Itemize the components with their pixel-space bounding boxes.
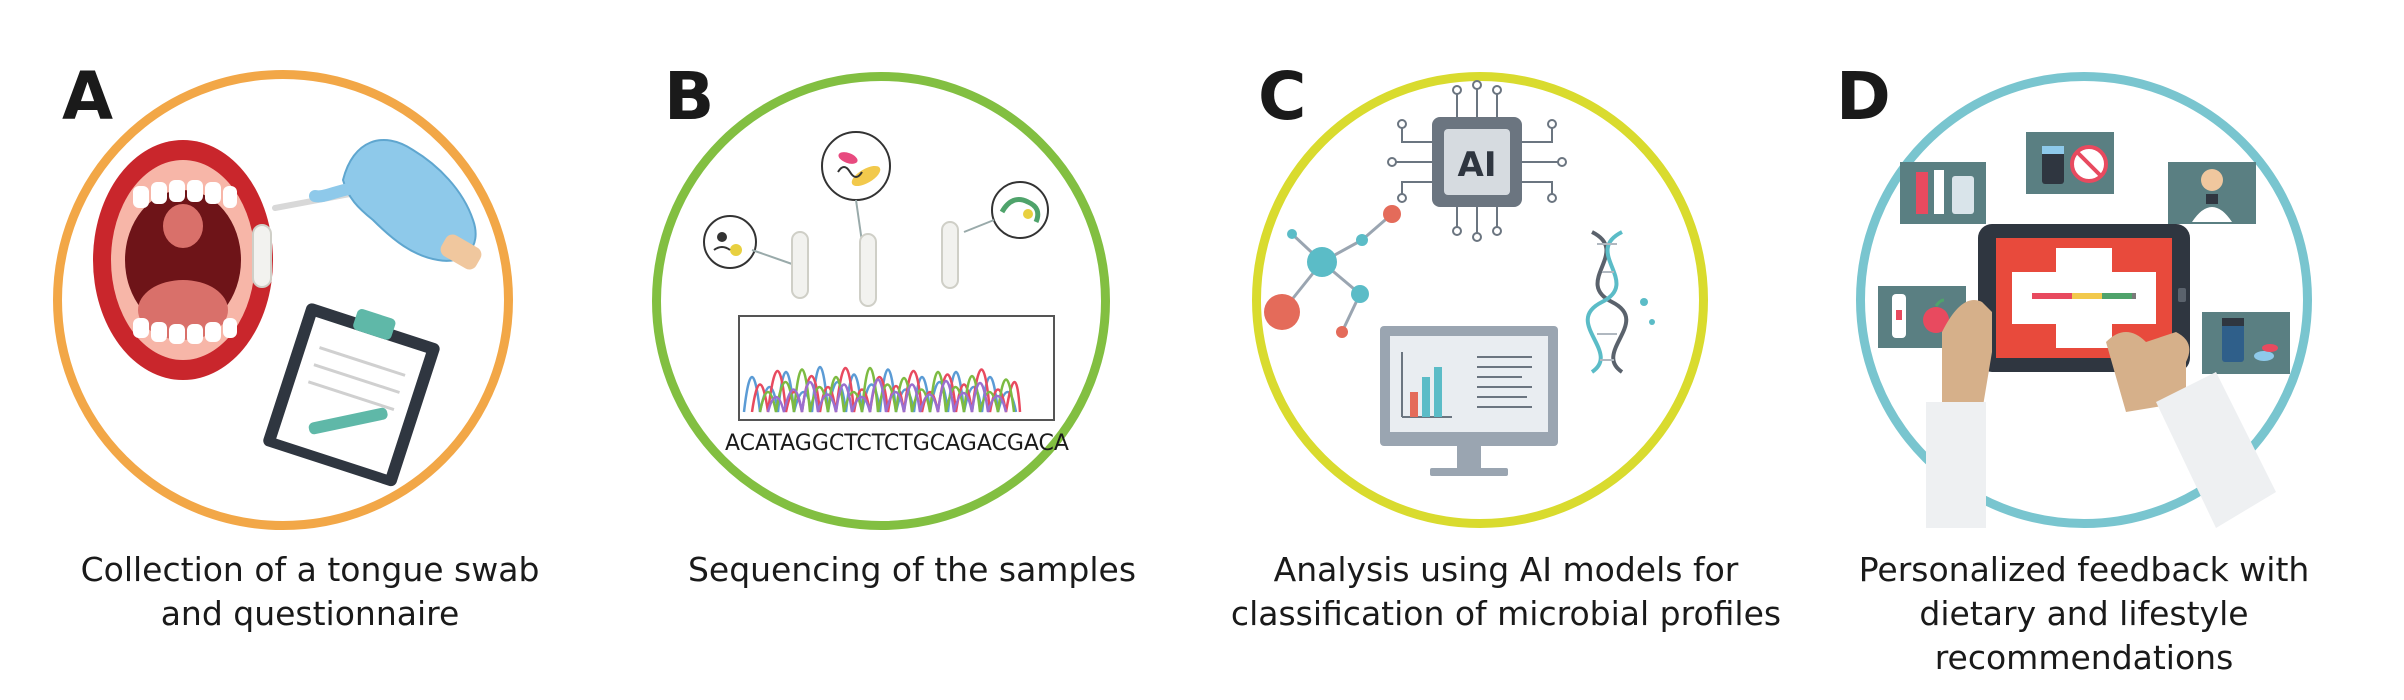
caption-d: Personalized feedback with dietary and l… [1784, 548, 2384, 680]
clipboard-icon [263, 303, 440, 487]
ai-chip-icon: AI [1387, 80, 1567, 242]
hands-icon [1926, 300, 2276, 528]
panel-b: B [612, 0, 1212, 700]
caption-c-line-1: Analysis using AI models for [1273, 550, 1739, 589]
caption-b: Sequencing of the samples [612, 548, 1212, 592]
ai-analysis-illustration: AI [1264, 80, 1655, 476]
panel-c: C AI [1206, 0, 1806, 700]
sample-tubes-icon [791, 221, 959, 307]
ring-c: AI [1252, 72, 1708, 528]
no-soda-card-icon [2026, 132, 2114, 194]
ring-d [1856, 72, 2312, 528]
panel-letter-a: A [62, 58, 114, 135]
doctor-card-icon [2168, 162, 2256, 224]
caption-b-line-1: Sequencing of the samples [687, 550, 1137, 589]
monitor-chart-icon [1380, 326, 1558, 476]
panel-a: A [10, 0, 610, 700]
panel-letter-b: B [664, 58, 715, 135]
panel-letter-d: D [1836, 58, 1891, 135]
caption-a-line-1: Collection of a tongue swab [80, 550, 540, 589]
gloved-hand-icon [309, 139, 482, 270]
sample-tube-icon [252, 224, 272, 288]
microbe-sample-icon [821, 131, 891, 243]
microbe-sample-icon [963, 181, 1049, 239]
chromatogram-icon [738, 315, 1055, 421]
microbe-sample-icon [703, 215, 793, 269]
panel-letter-c: C [1258, 58, 1307, 135]
tablet-icon [1978, 224, 2190, 372]
ring-b: ACATAGGCTCTCTGCAGACGACA [652, 72, 1110, 530]
supplements-card-icon [2202, 312, 2290, 374]
open-mouth-icon [93, 140, 273, 380]
dna-helix-icon [1585, 230, 1655, 374]
caption-a: Collection of a tongue swab and question… [10, 548, 610, 636]
panel-d: D [1784, 0, 2384, 700]
caption-d-line-2: dietary and lifestyle recommendations [1919, 594, 2249, 677]
caption-d-line-1: Personalized feedback with [1858, 550, 2310, 589]
caption-c: Analysis using AI models for classificat… [1206, 548, 1806, 636]
oral-care-card-icon [1900, 162, 1986, 224]
network-graph-icon [1264, 205, 1401, 338]
ring-a [53, 70, 513, 530]
caption-c-line-2: classification of microbial profiles [1230, 594, 1782, 633]
caption-a-line-2: and questionnaire [160, 594, 460, 633]
swab-collection-illustration [93, 139, 482, 487]
dna-sequence-text: ACATAGGCTCTCTGCAGACGACA [725, 431, 1069, 456]
feedback-illustration [1878, 132, 2290, 528]
sequencing-illustration: ACATAGGCTCTCTGCAGACGACA [703, 131, 1069, 456]
ai-chip-label: AI [1458, 145, 1497, 185]
